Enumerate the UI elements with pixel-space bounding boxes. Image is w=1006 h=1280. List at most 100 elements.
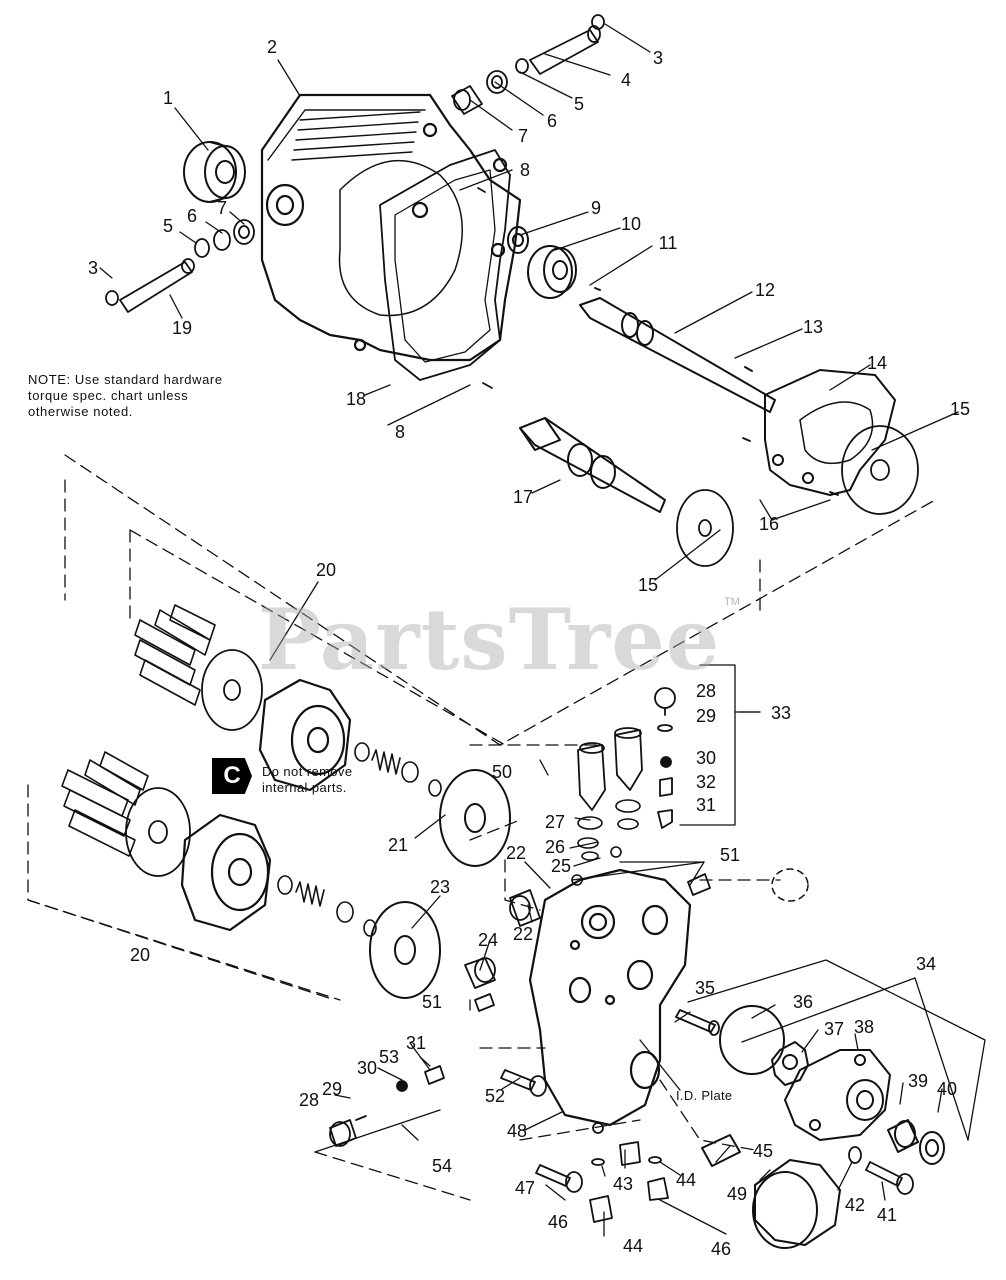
callout-43: 43 xyxy=(612,1174,634,1194)
callout-3-left: 3 xyxy=(87,258,99,278)
callout-45: 45 xyxy=(752,1141,774,1161)
bolt-41 xyxy=(848,1146,914,1195)
callout-3-top: 3 xyxy=(652,48,664,68)
callout-17: 17 xyxy=(512,487,534,507)
id-plate-label: I.D. Plate xyxy=(676,1088,733,1103)
callout-19: 19 xyxy=(171,318,193,338)
callout-47: 47 xyxy=(514,1178,536,1198)
callout-44-bottom: 44 xyxy=(622,1236,644,1256)
filter-49 xyxy=(701,1134,841,1249)
watermark-trademark: TM xyxy=(724,596,740,608)
callout-11: 11 xyxy=(658,233,678,253)
callout-35: 35 xyxy=(694,978,716,998)
relief-valve-parts xyxy=(654,687,676,829)
pump-pistons-lower xyxy=(61,751,149,857)
callout-54: 54 xyxy=(431,1156,453,1176)
shaft-12 xyxy=(579,287,776,413)
caution-note-line1: Do not remove xyxy=(262,764,353,779)
callout-29-right: 29 xyxy=(695,706,717,726)
callout-50: 50 xyxy=(491,762,513,782)
callout-48: 48 xyxy=(506,1121,528,1141)
callout-5-left: 5 xyxy=(162,216,174,236)
torque-note-line2: torque spec. chart unless xyxy=(28,388,189,403)
callout-7-right: 7 xyxy=(517,126,529,146)
callout-32: 32 xyxy=(695,772,717,792)
callout-14: 14 xyxy=(866,353,888,373)
caution-note: Do not remove internal parts. xyxy=(262,764,352,796)
callout-36: 36 xyxy=(792,992,814,1012)
callout-40: 40 xyxy=(936,1079,958,1099)
callout-10: 10 xyxy=(620,214,642,234)
check-valves xyxy=(577,727,643,811)
callout-20-upper: 20 xyxy=(315,560,337,580)
callout-22-lower: 22 xyxy=(512,924,534,944)
bolt-52 xyxy=(500,1069,547,1097)
torque-note-line1: NOTE: Use standard hardware xyxy=(28,372,223,387)
pump-pistons-upper xyxy=(134,604,216,706)
callout-39: 39 xyxy=(907,1071,929,1091)
callout-28-left: 28 xyxy=(298,1090,320,1110)
callout-9: 9 xyxy=(590,198,602,218)
disc-15-lower xyxy=(676,489,734,567)
callout-29-left: 29 xyxy=(321,1079,343,1099)
caution-c-icon: C xyxy=(212,758,252,794)
torque-note-line3: otherwise noted. xyxy=(28,404,133,419)
callout-21: 21 xyxy=(387,835,409,855)
callout-6-left: 6 xyxy=(186,206,198,226)
callout-51-right: 51 xyxy=(719,845,741,865)
plate-23 xyxy=(369,901,441,999)
watermark: PartsTree xyxy=(258,590,721,689)
seal-parts xyxy=(887,1119,945,1165)
callout-8-bottom: 8 xyxy=(394,422,406,442)
callout-7-left: 7 xyxy=(216,198,228,218)
callout-12: 12 xyxy=(754,280,776,300)
callout-2: 2 xyxy=(266,37,278,57)
callout-25: 25 xyxy=(550,856,572,876)
plate-21 xyxy=(439,769,511,867)
callout-42: 42 xyxy=(844,1195,866,1215)
callout-44-right: 44 xyxy=(675,1170,697,1190)
callout-20-lower: 20 xyxy=(129,945,151,965)
callout-27: 27 xyxy=(544,812,566,832)
callout-30-left: 30 xyxy=(356,1058,378,1078)
transmission-housing xyxy=(260,93,522,362)
callout-4: 4 xyxy=(620,70,632,90)
disc-15-upper xyxy=(841,425,919,515)
swash-plate-upper xyxy=(201,649,263,731)
small-orings xyxy=(571,799,641,886)
callout-41: 41 xyxy=(876,1205,898,1225)
callout-16: 16 xyxy=(758,514,780,534)
shaft-17 xyxy=(519,417,666,513)
bottom-fittings xyxy=(535,1122,669,1223)
assembly-dashed-lines xyxy=(27,454,936,1201)
gasket xyxy=(379,149,511,381)
pins xyxy=(477,187,839,496)
plug-dashed xyxy=(771,868,809,902)
swash-plate-lower xyxy=(125,787,191,877)
spring-upper xyxy=(354,742,442,797)
leader-lines xyxy=(99,23,969,1237)
callout-18: 18 xyxy=(345,389,367,409)
callout-5-right: 5 xyxy=(573,94,585,114)
callout-33: 33 xyxy=(770,703,792,723)
top-shaft-parts xyxy=(451,14,605,115)
callout-51-left: 51 xyxy=(421,992,443,1012)
callout-24: 24 xyxy=(477,930,499,950)
bolt-35 xyxy=(675,1009,720,1036)
callout-49: 49 xyxy=(726,1184,748,1204)
charge-pump-assembly xyxy=(719,1005,891,1141)
bearing-1 xyxy=(183,141,246,203)
callout-1: 1 xyxy=(162,88,174,108)
bearing-10 xyxy=(507,226,577,299)
center-section xyxy=(528,868,692,1127)
callout-30-right: 30 xyxy=(695,748,717,768)
cylinder-block-upper xyxy=(258,678,352,792)
relief-parts-left xyxy=(329,1065,445,1147)
callout-6-right: 6 xyxy=(546,111,558,131)
callout-8-top: 8 xyxy=(519,160,531,180)
fittings-51 xyxy=(474,873,711,1012)
callout-23: 23 xyxy=(429,877,451,897)
torque-note: NOTE: Use standard hardware torque spec.… xyxy=(28,372,223,420)
spring-lower xyxy=(277,875,377,937)
